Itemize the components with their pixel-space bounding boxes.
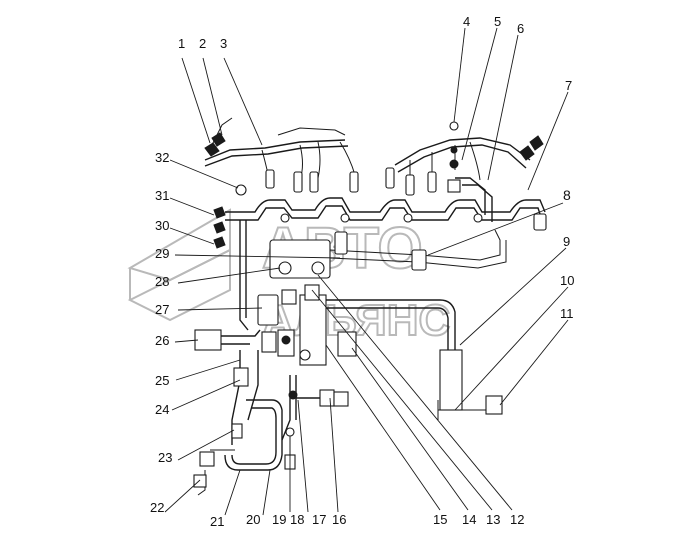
callout-11: 11 bbox=[560, 306, 574, 321]
callout-30: 30 bbox=[155, 218, 169, 233]
callout-13: 13 bbox=[486, 512, 500, 527]
left-injector-line-group bbox=[204, 117, 359, 196]
callout-28: 28 bbox=[155, 274, 169, 289]
callout-3: 3 bbox=[220, 36, 227, 51]
callout-20: 20 bbox=[246, 512, 260, 527]
callout-8: 8 bbox=[563, 187, 571, 203]
callout-26: 26 bbox=[155, 333, 169, 348]
callout-22: 22 bbox=[150, 500, 164, 515]
leader-lines bbox=[164, 27, 569, 516]
callout-31: 31 bbox=[155, 188, 169, 203]
return-rail bbox=[213, 197, 547, 249]
callout-19: 19 bbox=[272, 512, 286, 527]
callout-18: 18 bbox=[290, 512, 304, 527]
callout-numbers: 1 2 3 4 5 6 7 8 9 10 11 12 13 14 15 16 1… bbox=[150, 14, 574, 529]
callout-27: 27 bbox=[155, 302, 169, 317]
callout-4: 4 bbox=[463, 14, 470, 29]
callout-17: 17 bbox=[312, 512, 326, 527]
callout-21: 21 bbox=[210, 514, 224, 529]
callout-25: 25 bbox=[155, 373, 169, 388]
filter-block bbox=[239, 220, 507, 331]
callout-15: 15 bbox=[433, 512, 447, 527]
callout-24: 24 bbox=[155, 402, 169, 417]
callout-16: 16 bbox=[332, 512, 346, 527]
lower-piping bbox=[193, 375, 349, 496]
callout-9: 9 bbox=[563, 234, 570, 249]
callout-7: 7 bbox=[565, 78, 572, 93]
callout-32: 32 bbox=[155, 150, 169, 165]
callout-14: 14 bbox=[462, 512, 476, 527]
callout-12: 12 bbox=[510, 512, 524, 527]
callout-29: 29 bbox=[155, 246, 169, 261]
callout-5: 5 bbox=[494, 14, 501, 29]
callout-2: 2 bbox=[199, 36, 206, 51]
callout-6: 6 bbox=[517, 21, 524, 36]
watermark-logo bbox=[127, 208, 231, 322]
callout-1: 1 bbox=[178, 36, 185, 51]
callout-23: 23 bbox=[158, 450, 172, 465]
callout-10: 10 bbox=[560, 273, 574, 288]
